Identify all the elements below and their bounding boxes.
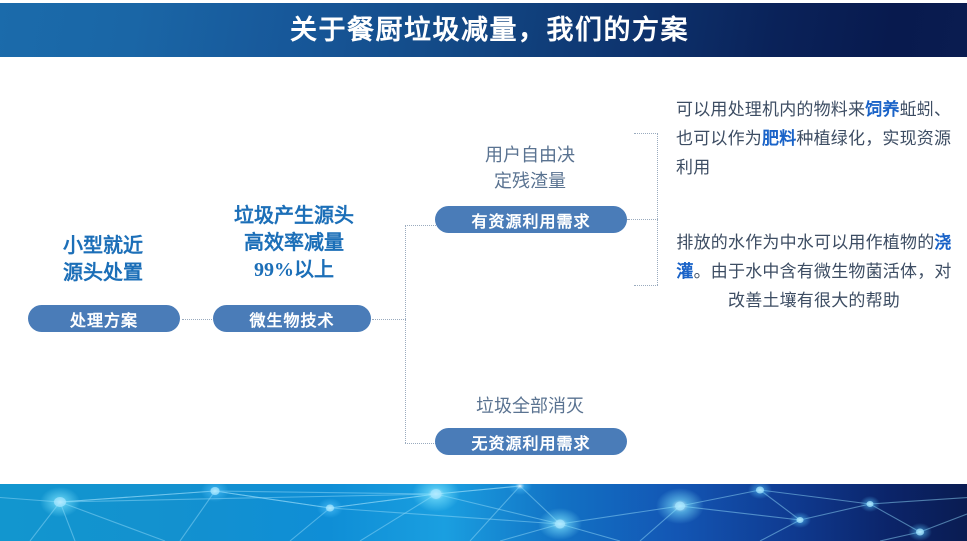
- para1-highlight-feed: 饲养: [865, 100, 900, 119]
- para2-highlight-irrigation: 浇灌: [676, 233, 952, 281]
- branch-a-heading-line1: 用户自由决: [485, 145, 575, 165]
- connector-right-trunk-to-para-1: [634, 133, 658, 134]
- connector-vertical-trunk: [405, 225, 406, 443]
- connector-trunk-to-branch-a: [405, 225, 436, 226]
- slide-title-bar: 关于餐厨垃圾减量，我们的方案: [0, 3, 967, 57]
- column1-heading: 小型就近 源头处置: [8, 233, 198, 287]
- para1-highlight-fertilizer: 肥料: [762, 129, 797, 148]
- pill-has-resource-demand[interactable]: 有资源利用需求: [435, 206, 627, 233]
- column2-heading: 垃圾产生源头 高效率减量 99%以上: [198, 203, 390, 284]
- column1-heading-line2: 源头处置: [63, 262, 143, 284]
- para1-seg1: 可以用处理机内的物料来: [676, 100, 866, 119]
- branch-b-heading-line1: 垃圾全部消灭: [476, 396, 584, 416]
- column2-heading-line3: 99%以上: [254, 259, 334, 281]
- pill-no-resource-demand[interactable]: 无资源利用需求: [435, 428, 627, 455]
- column2-heading-line1: 垃圾产生源头: [234, 205, 354, 227]
- connector-trunk-to-branch-b: [405, 443, 436, 444]
- paragraph-water-irrigation: 排放的水作为中水可以用作植物的浇灌。由于水中含有微生物菌活体，对改善土壤有很大的…: [676, 228, 952, 315]
- pill-processing-plan[interactable]: 处理方案: [28, 305, 180, 332]
- para2-seg2: 。由于水中含有微生物菌活体，对改善土壤有很大的帮助: [693, 262, 952, 310]
- para1-seg2: 蚯蚓、也可以作为: [676, 100, 952, 148]
- branch-a-heading-line2: 定残渣量: [494, 171, 566, 191]
- connector-pill1-to-pill2: [182, 319, 212, 320]
- page-title: 关于餐厨垃圾减量，我们的方案: [290, 15, 689, 45]
- connector-pill2-to-trunk: [372, 319, 406, 320]
- connector-branch-a-to-right-trunk: [628, 219, 658, 220]
- pill-microbial-technology[interactable]: 微生物技术: [213, 305, 371, 332]
- column2-heading-line2: 高效率减量: [244, 232, 344, 254]
- connector-right-trunk-to-para-2: [634, 285, 658, 286]
- para2-seg1: 排放的水作为中水可以用作植物的: [676, 233, 935, 252]
- network-plexus-banner: [0, 484, 967, 541]
- branch-b-heading: 垃圾全部消灭: [430, 393, 630, 419]
- branch-a-heading: 用户自由决 定残渣量: [430, 142, 630, 194]
- column1-heading-line1: 小型就近: [63, 235, 143, 257]
- para1-seg3: 种植绿化，实现资源利用: [676, 129, 952, 177]
- connector-right-vertical-trunk: [657, 133, 658, 285]
- paragraph-fertilizer-use: 可以用处理机内的物料来饲养蚯蚓、也可以作为肥料种植绿化，实现资源利用: [676, 95, 956, 182]
